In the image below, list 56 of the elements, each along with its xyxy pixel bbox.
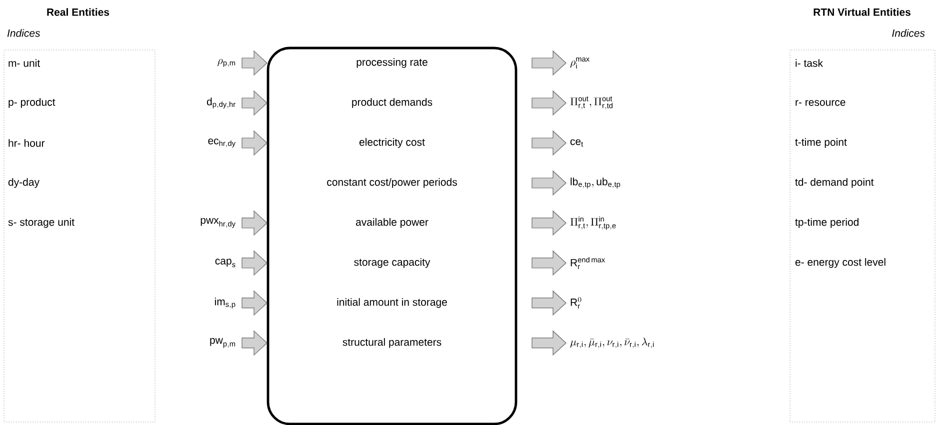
index-item: hr- hour (8, 139, 45, 147)
parameter-label: $\mathrm{d}_{\mathrm{p,dy,hr}}$ (206, 98, 236, 108)
index-item: p- product (8, 98, 56, 108)
box-item: available power (356, 218, 428, 228)
block-arrow (532, 210, 566, 236)
parameter-label: $\mathrm{R}^{0}_{\mathrm{r}}$ (570, 297, 582, 309)
block-arrow (242, 210, 268, 236)
index-item: t-time point (795, 138, 847, 148)
box-heading: Indices (7, 29, 40, 37)
parameter-label: $\rho_{\mathrm{p,m}}$ (218, 58, 236, 67)
heading: RTN Virtual Entities (814, 8, 910, 16)
parameter-label: $\mathrm{R}_{\mathrm{r}}^{\mathrm{end\,max}}$ (570, 256, 605, 269)
index-item: tp-time period (795, 218, 858, 228)
block-arrow (532, 90, 566, 116)
box-item: structural parameters (342, 338, 442, 348)
block-arrow (242, 250, 268, 276)
index-item: m- unit (8, 59, 40, 67)
block-arrow (242, 50, 268, 76)
parameter-label: $\mathrm{lb}_{\mathrm{e,tp}}, \mathrm{ub}_{\mathrm{e,tp}}$ (570, 178, 620, 188)
block-arrow (532, 130, 566, 156)
index-item: dy-day (8, 178, 40, 188)
heading: Real Entities (47, 8, 110, 16)
box-item: processing rate (356, 58, 428, 68)
block-arrow (532, 250, 566, 276)
box-item: constant cost/power periods (327, 178, 457, 188)
block-arrow (532, 290, 566, 316)
parameter-label: $\mathrm{im}_{\mathrm{s,p}}$ (215, 298, 236, 308)
box-item: electricity cost (359, 138, 425, 148)
parameter-label: $\mathrm{ce}_{\mathrm{t}}$ (570, 139, 584, 147)
index-list-box (4, 29, 156, 422)
box-heading: Indices (892, 29, 925, 37)
parameter-label: $\mu_{\mathrm{r,i}}, \bar{\mu}_{\mathrm{r,i}}, \nu_{\mathrm{r,i}}, \bar{\nu}_{\mathrm{r,i}}, \lambda_{\mathrm{r,i}}$ (570, 338, 654, 348)
block-arrow (242, 130, 268, 156)
parameter-label: $\mathrm{cap}_{\mathrm{s}}$ (215, 258, 236, 268)
box-item: product demands (352, 98, 432, 108)
box-item: initial amount in storage (337, 298, 447, 308)
index-item: i- task (796, 59, 823, 67)
parameter-label: $\mathrm{pwx}_{\mathrm{hr,dy}}$ (200, 218, 236, 228)
parameter-label: $\Pi^{\mathrm{out}}_{\mathrm{r,t}}, \Pi^{\mathrm{out}}_{\mathrm{r,td}}$ (570, 96, 612, 110)
box-item: storage capacity (354, 258, 430, 268)
parameter-label: $\Pi^{\mathrm{in}}_{\mathrm{r,t}}, \Pi^{\mathrm{in}}_{\mathrm{r,tp,e}}$ (570, 216, 616, 230)
rounded-box (266, 46, 518, 425)
block-arrow (242, 330, 268, 356)
block-arrow (532, 50, 566, 76)
index-list-box (790, 29, 936, 422)
block-arrow (242, 90, 268, 116)
index-item: td- demand point (795, 178, 874, 188)
block-arrow (532, 170, 566, 196)
index-item: s- storage unit (8, 218, 74, 228)
parameter-label: $\rho_{\mathrm{i}}^{\mathrm{max}}$ (570, 58, 590, 68)
parameter-label: $\mathrm{pw}_{\mathrm{p,m}}$ (210, 338, 236, 348)
index-item: r- resource (796, 100, 846, 106)
block-arrow (532, 330, 566, 356)
block-arrow (242, 290, 268, 316)
parameter-label: $\mathrm{ec}_{\mathrm{hr,dy}}$ (208, 138, 236, 148)
index-item: e- energy cost level (795, 258, 886, 268)
